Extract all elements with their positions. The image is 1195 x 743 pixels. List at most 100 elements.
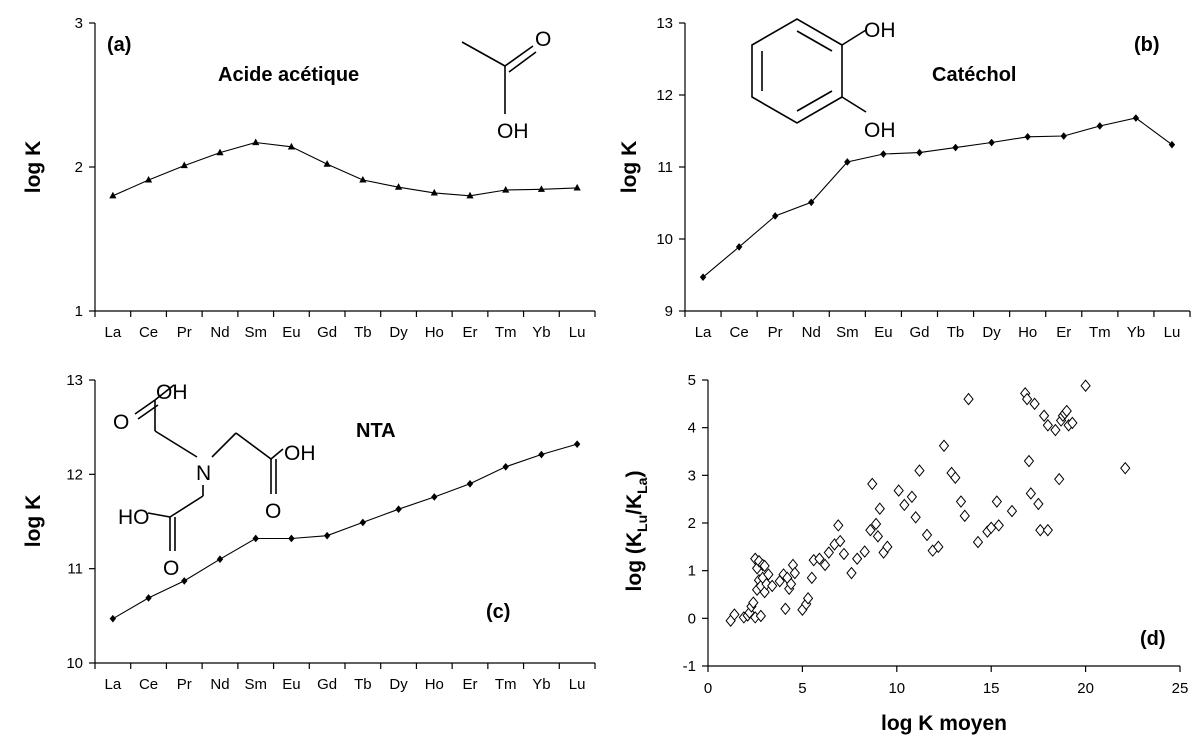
x-tick-label-La: La xyxy=(105,324,122,341)
x-tick-label-Pr: Pr xyxy=(768,324,783,341)
data-point-Gd xyxy=(323,160,331,167)
panel-tag: (a) xyxy=(107,34,131,56)
data-point-Pr xyxy=(180,161,188,169)
x-tick-label-Ho: Ho xyxy=(1018,324,1037,341)
scatter-point-64 xyxy=(959,509,970,523)
data-point-Er xyxy=(466,191,474,199)
nta-oh-top-label: OH xyxy=(156,381,188,404)
scatter-point-78 xyxy=(1035,523,1046,537)
x-tick-label-5: 25 xyxy=(1172,680,1189,697)
catechol-oh-top-label: OH xyxy=(864,19,896,42)
x-tick-label-Gd: Gd xyxy=(317,676,337,693)
data-point-Ce xyxy=(735,243,743,251)
scatter-point-42 xyxy=(846,566,857,580)
scatter-point-55 xyxy=(910,510,921,524)
x-tick-label-1: 5 xyxy=(798,680,806,697)
data-point-Lu xyxy=(1168,140,1176,149)
x-tick-label-Lu: Lu xyxy=(569,324,586,341)
y-tick-label-2: 11 xyxy=(657,159,673,176)
nta-o-bottom-label: O xyxy=(163,557,179,580)
ring-inner-bond-3 xyxy=(796,90,833,112)
y-tick-label-0: -1 xyxy=(683,658,696,675)
data-point-Ce xyxy=(145,594,152,602)
scatter-point-35 xyxy=(814,552,825,566)
y-tick-label-1: 11 xyxy=(67,561,83,578)
scatter-point-40 xyxy=(835,534,846,548)
nta-bond-4 xyxy=(154,430,198,458)
y-axis-label: log K xyxy=(618,141,641,194)
scatter-point-44 xyxy=(859,545,870,558)
x-tick-label-4: 20 xyxy=(1077,680,1094,697)
scatter-point-54 xyxy=(906,490,918,504)
data-point-Tm xyxy=(502,186,510,193)
scatter-point-87 xyxy=(1061,404,1072,418)
data-point-Eu xyxy=(288,534,295,543)
data-point-Ce xyxy=(144,175,153,183)
scatter-point-32 xyxy=(802,592,814,605)
x-tick-label-Ho: Ho xyxy=(425,324,444,341)
data-point-Sm xyxy=(844,158,851,166)
scatter-point-48 xyxy=(872,530,884,543)
nta-bond-7 xyxy=(270,448,284,460)
bond-ch3-c xyxy=(461,41,506,67)
nta-bond-6 xyxy=(235,432,272,460)
data-point-Nd xyxy=(808,198,815,207)
panel-title: Catéchol xyxy=(932,64,1016,86)
y-tick-label-3: 12 xyxy=(656,87,673,104)
x-tick-label-Pr: Pr xyxy=(177,676,192,693)
data-point-La xyxy=(109,191,117,199)
x-tick-label-Nd: Nd xyxy=(802,324,821,341)
x-tick-label-Yb: Yb xyxy=(532,676,550,693)
catechol-oh-bottom-label: OH xyxy=(864,119,896,142)
x-tick-label-Dy: Dy xyxy=(389,676,408,693)
x-tick-label-Eu: Eu xyxy=(874,324,892,341)
data-point-Tb xyxy=(952,143,959,152)
scatter-point-20 xyxy=(763,568,774,581)
data-point-Eu xyxy=(287,142,296,150)
y-tick-label-0: 1 xyxy=(75,303,83,320)
y-tick-label-5: 4 xyxy=(688,420,696,437)
x-tick-label-Tm: Tm xyxy=(495,324,517,341)
scatter-point-75 xyxy=(1025,487,1036,500)
y-axis-label-part-4: ) xyxy=(623,471,646,478)
data-point-Nd xyxy=(216,148,224,156)
x-tick-label-Nd: Nd xyxy=(210,676,229,693)
scatter-point-59 xyxy=(933,540,944,554)
data-point-Tm xyxy=(502,462,509,471)
nta-oh-right-label: OH xyxy=(284,442,316,465)
data-point-Yb xyxy=(538,450,545,459)
scatter-point-73 xyxy=(1021,392,1033,406)
scatter-point-24 xyxy=(780,602,791,616)
x-tick-label-Nd: Nd xyxy=(210,324,229,341)
x-tick-label-Dy: Dy xyxy=(389,324,408,341)
x-tick-label-Ce: Ce xyxy=(139,676,158,693)
scatter-point-37 xyxy=(823,546,834,559)
x-tick-label-Lu: Lu xyxy=(569,676,586,693)
bond-oh-bottom xyxy=(841,96,867,113)
x-tick-label-Er: Er xyxy=(1056,324,1071,341)
data-point-Tb xyxy=(359,175,367,183)
x-tick-label-Tm: Tm xyxy=(495,676,517,693)
catechol-structure xyxy=(751,18,867,124)
scatter-point-60 xyxy=(938,439,950,453)
x-tick-label-Tb: Tb xyxy=(947,324,965,341)
y-tick-label-1: 10 xyxy=(656,231,673,248)
y-tick-label-4: 3 xyxy=(688,467,696,484)
y-tick-label-2: 3 xyxy=(75,15,83,32)
x-tick-label-3: 15 xyxy=(983,680,1000,697)
x-tick-label-La: La xyxy=(105,676,122,693)
scatter-point-13 xyxy=(755,609,767,623)
bond-c-o-double-1 xyxy=(504,45,534,67)
panel-title: Acide acétique xyxy=(218,64,359,86)
scatter-point-17 xyxy=(759,559,770,573)
data-point-Tb xyxy=(359,518,367,527)
data-point-Pr xyxy=(181,577,188,585)
y-axis-label: log (KLu/KLa) xyxy=(623,471,650,592)
acetic-o-label: O xyxy=(535,28,551,51)
panel-tag: (b) xyxy=(1134,34,1160,56)
x-tick-label-Tb: Tb xyxy=(354,676,372,693)
data-point-Er xyxy=(1060,132,1067,140)
scatter-point-91 xyxy=(1120,461,1131,475)
